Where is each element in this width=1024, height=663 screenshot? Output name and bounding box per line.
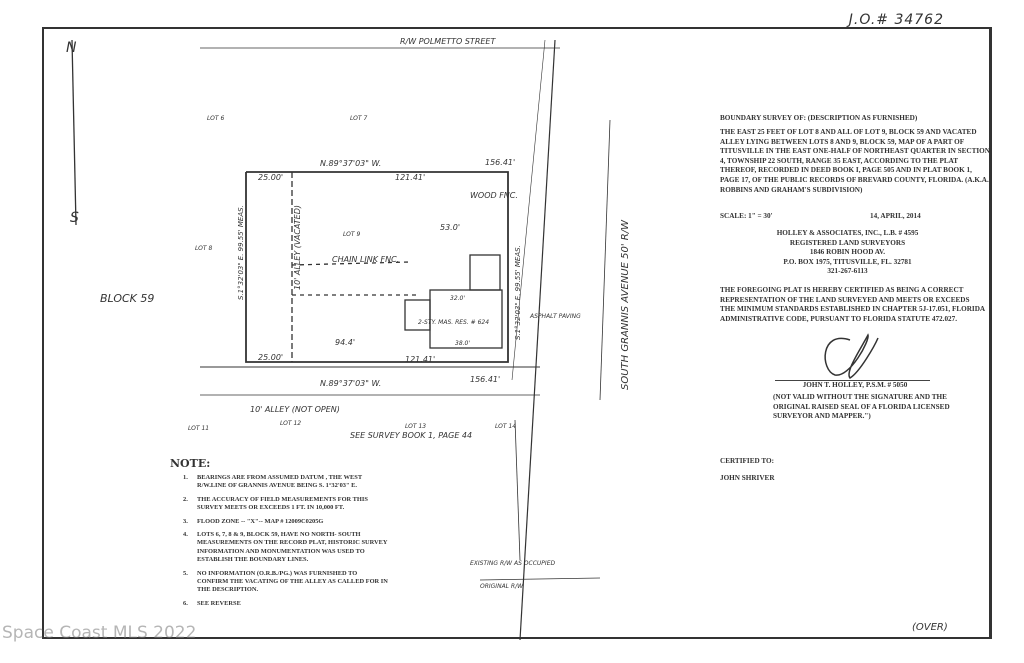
note-text: LOTS 6, 7, 8 & 9, BLOCK 59, HAVE NO NORT… <box>197 531 388 564</box>
note-item: 5. NO INFORMATION (O.R.B./PG.) WAS FURNIS… <box>183 570 388 595</box>
scale: SCALE: 1" = 30' <box>720 212 773 220</box>
lot-9: LOT 9 <box>343 231 360 238</box>
survey-line-lower <box>514 419 521 561</box>
dist-top-left: 25.00' <box>258 173 283 182</box>
note-item: 6. SEE REVERSE <box>183 600 388 608</box>
dist-top-mid: 121.41' <box>395 173 425 182</box>
dist-top-total: 156.41' <box>485 158 515 167</box>
note-item: 4. LOTS 6, 7, 8 & 9, BLOCK 59, HAVE NO NO… <box>183 531 388 565</box>
alley-vacated-label: 10' ALLEY (VACATED) <box>293 205 302 290</box>
lot-boundary <box>245 171 509 363</box>
firm-type: REGISTERED LAND SURVEYORS <box>789 238 906 247</box>
original-rw-label: ORIGINAL R/W <box>480 583 524 590</box>
bearing-left: S.1°32'03" E. 99.55' MEAS. <box>237 205 245 300</box>
right-rw-line-2 <box>511 39 546 381</box>
lot-11: LOT 11 <box>188 425 209 432</box>
dist-94: 94.4' <box>335 338 355 347</box>
firm-po-box: P.O. BOX 1975, TITUSVILLE, FL. 32781 <box>783 257 912 266</box>
street-right: SOUTH GRANNIS AVENUE 50' R/W <box>620 219 631 390</box>
alley-bottom-label: 10' ALLEY (NOT OPEN) <box>250 405 340 414</box>
house-label: 2-STY. MAS. RES. # 624 <box>418 319 489 326</box>
existing-rw: EXISTING R/W AS OCCUPIED <box>470 560 555 567</box>
dist-bottom-left: 25.00' <box>258 353 283 362</box>
note-number: 1. <box>183 474 188 481</box>
original-rw <box>479 577 601 581</box>
bearing-top: N.89°37'03" W. <box>320 159 381 168</box>
drawing-border <box>42 27 992 639</box>
note-text: BEARINGS ARE FROM ASSUMED DATUM , THE WE… <box>197 474 363 490</box>
lot-6: LOT 6 <box>207 115 224 122</box>
see-survey: SEE SURVEY BOOK 1, PAGE 44 <box>350 431 472 440</box>
note-item: 2. THE ACCURACY OF FIELD MEASUREMENTS FOR… <box>183 496 388 513</box>
not-valid-notice: (NOT VALID WITHOUT THE SIGNATURE AND THE… <box>773 393 950 421</box>
wood-fence-label: WOOD FNC. <box>470 191 518 200</box>
note-number: 6. <box>183 599 188 607</box>
bearing-right: S.1°32'03" E. 99.55' MEAS. <box>514 245 522 340</box>
conc-pad <box>404 299 431 331</box>
note-number: 3. <box>183 517 188 525</box>
right-rw-line <box>519 39 556 641</box>
street-top: R/W POLMETTO STREET <box>400 37 496 46</box>
note-text: THE ACCURACY OF FIELD MEASUREMENTS FOR T… <box>197 495 368 512</box>
bearing-bottom: N.89°37'03" W. <box>320 379 381 388</box>
note-number: 2. <box>183 495 188 503</box>
notes-heading: NOTE: <box>170 457 211 470</box>
note-item: 3. FLOOD ZONE -- "X"-- MAP # 12009C0205G <box>183 518 388 526</box>
lot-7: LOT 7 <box>350 115 367 122</box>
legal-description: THE EAST 25 FEET OF LOT 8 AND ALL OF LOT… <box>720 128 990 194</box>
chain-link-fence-2 <box>291 261 411 266</box>
dist-bottom-mid: 121.41' <box>405 355 435 364</box>
north-arrow-line <box>71 39 77 226</box>
block-label: BLOCK 59 <box>100 292 154 305</box>
house-dim-bottom: 38.0' <box>455 340 470 347</box>
note-item: 1. BEARINGS ARE FROM ASSUMED DATUM , THE … <box>183 474 388 491</box>
job-number: J.O.# 34762 <box>848 12 944 28</box>
lot-13: LOT 13 <box>405 423 426 430</box>
watermark: Space Coast MLS 2022 <box>2 623 197 643</box>
note-number: 4. <box>183 531 188 539</box>
north-label: N <box>66 40 77 56</box>
over-label: (OVER) <box>912 622 948 633</box>
notes-list: 1. BEARINGS ARE FROM ASSUMED DATUM , THE … <box>183 474 388 613</box>
survey-date: 14, APRIL, 2014 <box>870 212 921 220</box>
house-dim-top: 32.0' <box>450 295 465 302</box>
firm-block: HOLLEY & ASSOCIATES, INC., L.B. # 4595 R… <box>720 229 975 277</box>
signature <box>824 333 879 379</box>
firm-name: HOLLEY & ASSOCIATES, INC., L.B. # 4595 <box>776 229 919 237</box>
note-text: SEE REVERSE <box>197 599 241 607</box>
frame-stair <box>469 254 501 291</box>
south-label: S <box>70 210 79 226</box>
note-text: NO INFORMATION (O.R.B./PG.) WAS FURNISHE… <box>197 569 388 594</box>
surveyor-name: JOHN T. HOLLEY, P.S.M. # 5050 <box>802 381 908 389</box>
certification: THE FOREGOING PLAT IS HEREBY CERTIFIED A… <box>720 286 985 323</box>
certified-to-label: CERTIFIED TO: <box>720 457 775 465</box>
certified-to-name: JOHN SHRIVER <box>720 474 775 482</box>
signature-line <box>775 380 930 381</box>
firm-phone: 321-267-6113 <box>827 267 868 276</box>
note-text: FLOOD ZONE -- "X"-- MAP # 12009C0205G <box>197 517 324 525</box>
chain-link-label: CHAIN LINK FNC. <box>332 255 399 264</box>
asphalt-label: ASPHALT PAVING <box>529 313 581 320</box>
road-edge <box>599 119 611 401</box>
description-title: BOUNDARY SURVEY OF: (DESCRIPTION AS FURN… <box>720 114 918 122</box>
lot-14: LOT 14 <box>495 423 516 430</box>
note-number: 5. <box>183 569 188 577</box>
firm-address: 1846 ROBIN HOOD AV. <box>809 248 886 257</box>
dist-bottom-total: 156.41' <box>470 375 500 384</box>
dist-53: 53.0' <box>440 223 460 232</box>
lot-8: LOT 8 <box>195 245 212 252</box>
lot-12: LOT 12 <box>280 420 301 427</box>
